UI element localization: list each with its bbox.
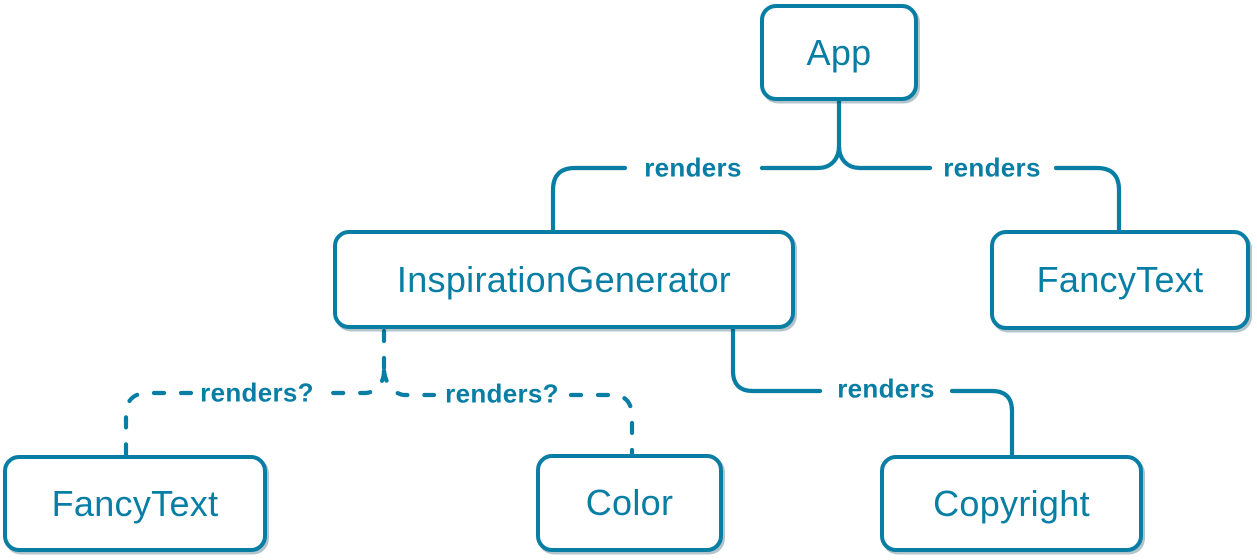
edge-label-renders-inspirationgenerator-copyright: renders: [837, 373, 935, 404]
edge-label-renders-app-fancytext: renders: [943, 152, 1041, 183]
edge-label-renders-app-inspirationgenerator: renders: [644, 152, 742, 183]
node-fancy-text-top: FancyText: [990, 230, 1250, 330]
solid-edges: [550, 97, 1122, 459]
edge-label-renders-conditional-fancytext: renders?: [200, 377, 314, 408]
node-app: App: [760, 4, 918, 101]
dashed-edges: [123, 328, 635, 459]
edge-app-to-fancytext: [836, 143, 1122, 234]
node-fancy-text-bottom: FancyText: [3, 455, 267, 552]
node-copyright: Copyright: [880, 455, 1143, 552]
node-inspiration-generator: InspirationGenerator: [333, 230, 795, 329]
node-color: Color: [536, 454, 723, 552]
edge-label-renders-conditional-color: renders?: [445, 378, 559, 409]
edge-inspirationgenerator-to-color-conditional: [381, 368, 635, 458]
edge-inspirationgenerator-to-copyright: [730, 325, 1015, 459]
